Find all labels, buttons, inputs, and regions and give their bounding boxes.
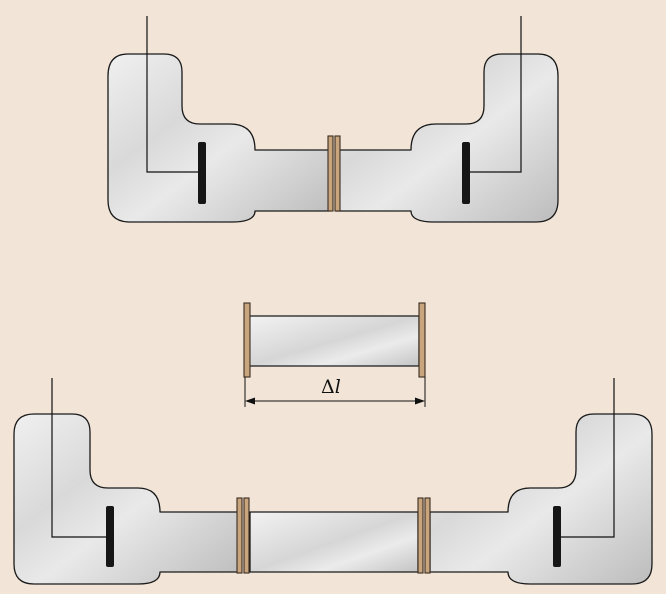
spacer-tube-assembly: Δl — [243, 302, 426, 407]
top-flange-b — [334, 135, 341, 212]
top-assembly — [107, 16, 559, 223]
top-right-vessel — [335, 53, 559, 223]
bottom-flange-2a — [417, 497, 424, 574]
top-left-wire — [146, 16, 203, 173]
dimension-arrow-left — [245, 397, 255, 405]
top-left-vessel — [107, 53, 331, 223]
bottom-flange-2b — [424, 497, 431, 574]
bottom-middle-tube — [249, 511, 419, 573]
bottom-assembly — [13, 378, 653, 585]
top-flange-a — [327, 135, 334, 212]
bottom-flange-1a — [236, 497, 243, 574]
bottom-right-vessel — [429, 413, 653, 585]
spacer-flange-left — [243, 302, 251, 378]
bottom-left-wire — [51, 378, 108, 538]
bottom-right-electrode — [553, 506, 561, 567]
dimension-arrow-right — [415, 397, 425, 405]
top-left-electrode — [198, 142, 206, 204]
bottom-flange-1b — [243, 497, 250, 574]
bottom-left-electrode — [106, 506, 114, 567]
bottom-right-wire — [558, 378, 615, 538]
top-right-wire — [465, 16, 522, 173]
delta-l-label: Δl — [321, 376, 341, 398]
spacer-flange-right — [418, 302, 426, 378]
spacer-tube — [248, 315, 420, 367]
bottom-left-vessel — [13, 413, 239, 585]
top-right-electrode — [462, 142, 470, 204]
